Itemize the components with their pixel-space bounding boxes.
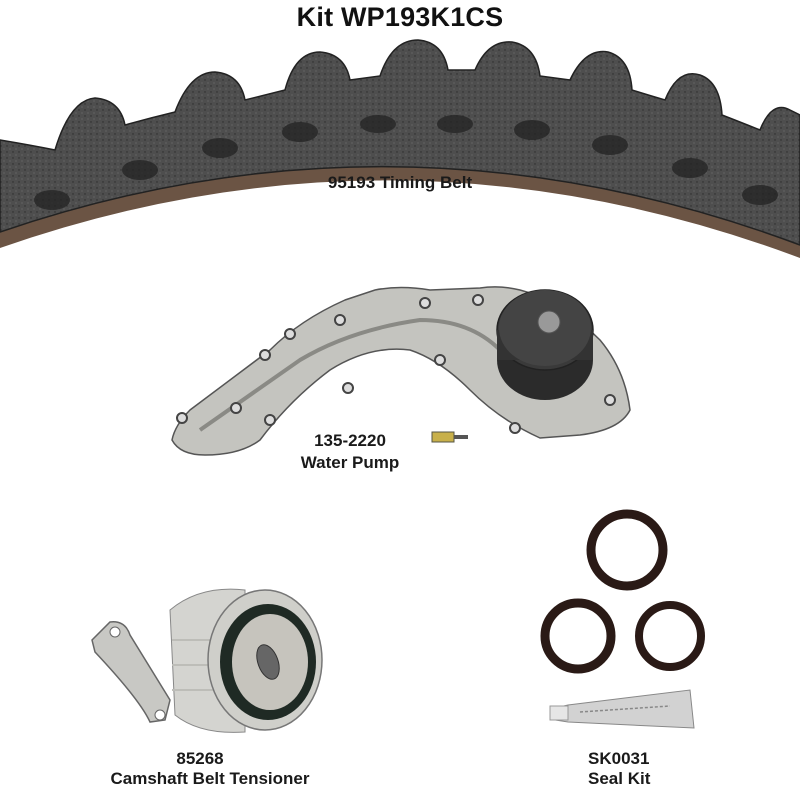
timing-belt-label: 95193 Timing Belt [327,173,473,192]
water-pump-name: Water Pump [300,453,400,472]
kit-title: Kit WP193K1CS [296,2,504,32]
timing-belt-icon [0,39,800,258]
water-pump-part-number: 135-2220 [314,431,386,450]
seal-kit-name: Seal Kit [588,769,651,788]
tensioner-name: Camshaft Belt Tensioner [110,769,310,788]
seal-kit-part-number: SK0031 [588,749,650,768]
tensioner-part-number: 85268 [176,749,224,768]
